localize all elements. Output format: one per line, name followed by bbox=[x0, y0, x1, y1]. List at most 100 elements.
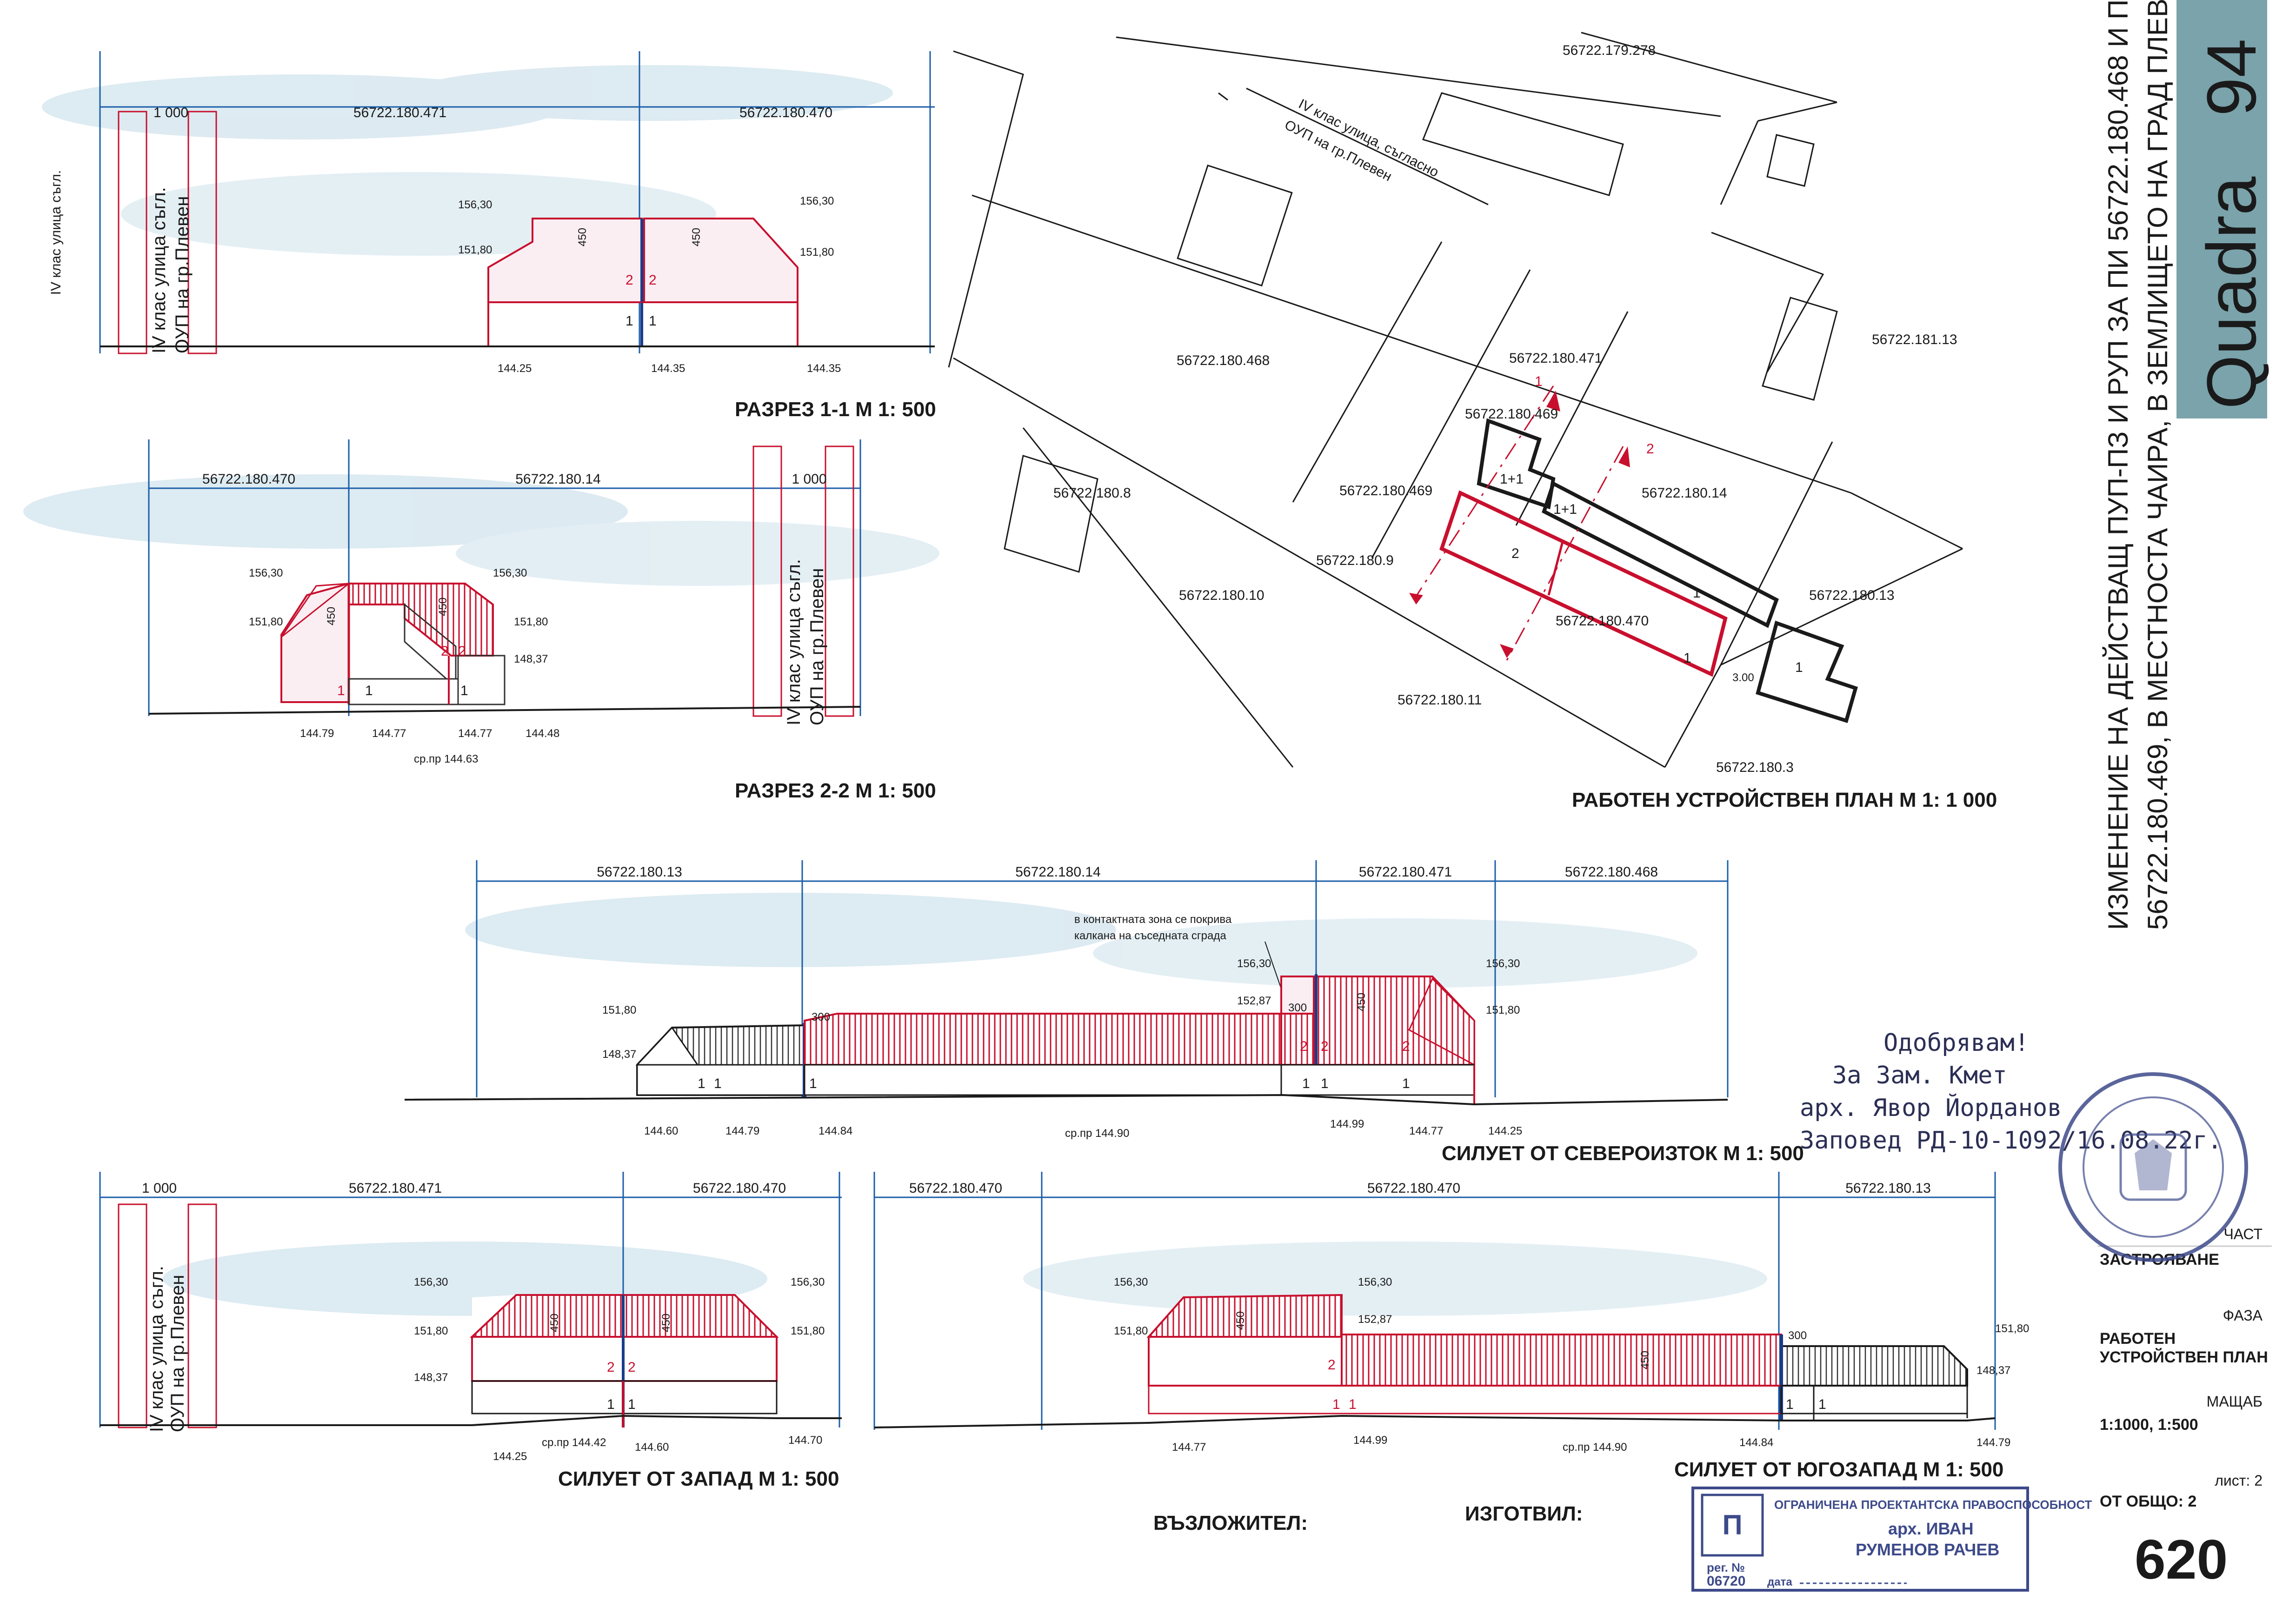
logo-text: Quadra bbox=[2192, 176, 2270, 409]
s2-h450a: 450 bbox=[325, 607, 338, 625]
plan-mark-11a: 1+1 bbox=[1500, 471, 1524, 487]
stamp-line2: арх. ИВАН bbox=[1888, 1519, 1974, 1538]
s1-street-label-b: ОУП на гр.Плевен bbox=[172, 196, 193, 353]
s1-g1: 144.25 bbox=[498, 362, 532, 375]
plan-mark-1c: 1 bbox=[1795, 660, 1803, 675]
w-g1: 144.25 bbox=[493, 1450, 527, 1463]
sheet-title-line1: ИЗМЕНЕНИЕ НА ДЕЙСТВАЩ ПУП-ПЗ И РУП ЗА ПИ… bbox=[2103, 0, 2134, 930]
tb-sheet-label: лист: 2 bbox=[2215, 1472, 2263, 1489]
p-181-13: 56722.181.13 bbox=[1872, 332, 1957, 347]
plan-sec-1: 1 bbox=[1535, 374, 1543, 389]
ne-fl1d: 1 bbox=[1302, 1076, 1310, 1091]
w-lv-156-r: 156,30 bbox=[791, 1276, 825, 1288]
plan-mark-2: 2 bbox=[1511, 546, 1519, 561]
ne-d300a: 300 bbox=[812, 1011, 830, 1023]
stamp-reg-no: 06720 bbox=[1707, 1574, 1745, 1589]
sw-lv-151-r: 151,80 bbox=[1995, 1322, 2029, 1335]
s2-fl1b: 1 bbox=[365, 683, 373, 698]
plan-mark-11b: 1+1 bbox=[1553, 502, 1577, 517]
ne-g2: 144.79 bbox=[725, 1125, 759, 1137]
p-180-469: 56722.180.469 bbox=[1339, 483, 1432, 498]
w-lv-151-l: 151,80 bbox=[414, 1325, 448, 1337]
ne-lv-152: 152,87 bbox=[1237, 995, 1271, 1007]
p-180-14: 56722.180.14 bbox=[1642, 485, 1727, 501]
s1-lv-156-l: 156,30 bbox=[458, 199, 492, 211]
sw-g3: 144.84 bbox=[1739, 1436, 1773, 1449]
ne-g5: 144.77 bbox=[1409, 1125, 1443, 1137]
sw-fl1c: 1 bbox=[1786, 1397, 1794, 1412]
plan-mark-1b: 1 bbox=[1684, 651, 1691, 666]
tb-phase-value1: РАБОТЕН bbox=[2100, 1330, 2176, 1348]
s2-street-label-a: IV клас улица съгл. bbox=[784, 559, 804, 725]
p-180-470: 56722.180.470 bbox=[1556, 613, 1649, 629]
s1-fl2b: 2 bbox=[649, 272, 657, 288]
s1-fl1a: 1 bbox=[626, 313, 633, 329]
s2-dim-a: 56722.180.470 bbox=[202, 471, 295, 487]
ne-dim-b: 56722.180.14 bbox=[1015, 864, 1101, 880]
s1-h450b: 450 bbox=[690, 228, 703, 246]
ne-lv-151-r: 151,80 bbox=[1486, 1004, 1520, 1016]
section-2-2: IV клас улица съгл. ОУП на гр.Плевен 567… bbox=[148, 439, 936, 802]
w-street-b: ОУП на гр.Плевен bbox=[167, 1275, 188, 1432]
sheet-title-line2: 56722.180.469, В МЕСТНОСТА ЧАИРА, В ЗЕМЛ… bbox=[2142, 0, 2173, 930]
s1-street-label-a: IV клас улица съгл. bbox=[149, 187, 169, 353]
municipal-seal bbox=[2058, 1072, 2248, 1262]
s2-lv-148: 148,37 bbox=[514, 653, 548, 665]
tb-scale-label: МАЩАБ bbox=[2207, 1393, 2263, 1410]
ne-note-1: в контактната зона се покрива bbox=[1074, 913, 1232, 926]
s1-dim-1000: 1 000 bbox=[153, 105, 188, 120]
s1-dim-a: 56722.180.471 bbox=[353, 105, 446, 120]
s2-lv-156-l: 156,30 bbox=[249, 567, 283, 579]
ne-fl1c: 1 bbox=[809, 1076, 817, 1091]
svg-text:П: П bbox=[1722, 1509, 1742, 1540]
s2-fl2b: 2 bbox=[458, 644, 466, 659]
ne-g3: 144.84 bbox=[819, 1125, 852, 1137]
w-avg: ср.пр 144.42 bbox=[542, 1436, 606, 1449]
s2-title: РАЗРЕЗ 2-2 М 1: 500 bbox=[735, 779, 936, 802]
p-180-469-top: 56722.180.469 bbox=[1465, 406, 1558, 422]
sw-dim-a: 56722.180.470 bbox=[909, 1181, 1002, 1196]
s2-g3: 144.77 bbox=[458, 727, 492, 740]
w-fl1a: 1 bbox=[607, 1397, 615, 1412]
stamp-reg-label: рег. № bbox=[1707, 1560, 1745, 1574]
w-street-a: IV клас улица съгл. bbox=[146, 1266, 167, 1432]
w-g2: 144.60 bbox=[635, 1441, 669, 1454]
s2-fl1c: 1 bbox=[460, 683, 468, 698]
s2-dim-b: 56722.180.14 bbox=[515, 471, 601, 487]
ne-g4: 144.99 bbox=[1330, 1118, 1364, 1130]
w-h450b: 450 bbox=[660, 1314, 672, 1332]
client-label: ВЪЗЛОЖИТЕЛ: bbox=[1153, 1512, 1308, 1534]
elevation-west: IV клас улица съгл. ОУП на гр.Плевен 1 0… bbox=[99, 1172, 842, 1490]
sw-lv-152: 152,87 bbox=[1358, 1313, 1392, 1326]
bottom-block: ВЪЗЛОЖИТЕЛ: ИЗГОТВИЛ: П ОГРАНИЧЕНА ПРОЕК… bbox=[1153, 1487, 2092, 1592]
ne-lv-151-l: 151,80 bbox=[602, 1004, 636, 1016]
sw-title: СИЛУЕТ ОТ ЮГОЗАПАД М 1: 500 bbox=[1674, 1458, 2003, 1481]
p-180-471: 56722.180.471 bbox=[1509, 351, 1602, 366]
plan-dist: 3.00 bbox=[1732, 671, 1754, 684]
stamp-line3: РУМЕНОВ РАЧЕВ bbox=[1856, 1540, 1999, 1559]
p-180-8: 56722.180.8 bbox=[1053, 485, 1131, 501]
w-fl2a: 2 bbox=[607, 1360, 615, 1375]
sw-g2: 144.99 bbox=[1353, 1434, 1387, 1447]
stamp-date-label: дата bbox=[1767, 1576, 1792, 1588]
sw-lv-148: 148,37 bbox=[1977, 1364, 2010, 1377]
p-180-3: 56722.180.3 bbox=[1716, 760, 1794, 775]
approval-line2: За Зам. Кмет bbox=[1832, 1062, 2007, 1089]
ne-fl1e: 1 bbox=[1321, 1076, 1329, 1091]
s1-h450a: 450 bbox=[576, 228, 589, 246]
ne-lv-156-r: 156,30 bbox=[1486, 957, 1520, 970]
ne-dim-d: 56722.180.468 bbox=[1565, 864, 1658, 880]
s1-fl1b: 1 bbox=[649, 313, 657, 329]
s2-avg: ср.пр 144.63 bbox=[414, 753, 478, 765]
ne-fl2a: 2 bbox=[1300, 1039, 1308, 1054]
ne-dim-c: 56722.180.471 bbox=[1359, 864, 1452, 880]
w-dim-a: 56722.180.471 bbox=[349, 1181, 442, 1196]
s2-lv-156-r: 156,30 bbox=[493, 567, 527, 579]
sw-g4: 144.79 bbox=[1977, 1436, 2010, 1449]
site-plan-labels: 56722.179.278 IV клас улица, съгласно ОУ… bbox=[1053, 43, 1997, 811]
w-title: СИЛУЕТ ОТ ЗАПАД М 1: 500 bbox=[558, 1467, 839, 1490]
s1-lv-156-r: 156,30 bbox=[800, 195, 834, 207]
ne-lv-148: 148,37 bbox=[602, 1048, 636, 1061]
s1-title: РАЗРЕЗ 1-1 М 1: 500 bbox=[735, 398, 936, 421]
p-180-13: 56722.180.13 bbox=[1809, 588, 1895, 603]
